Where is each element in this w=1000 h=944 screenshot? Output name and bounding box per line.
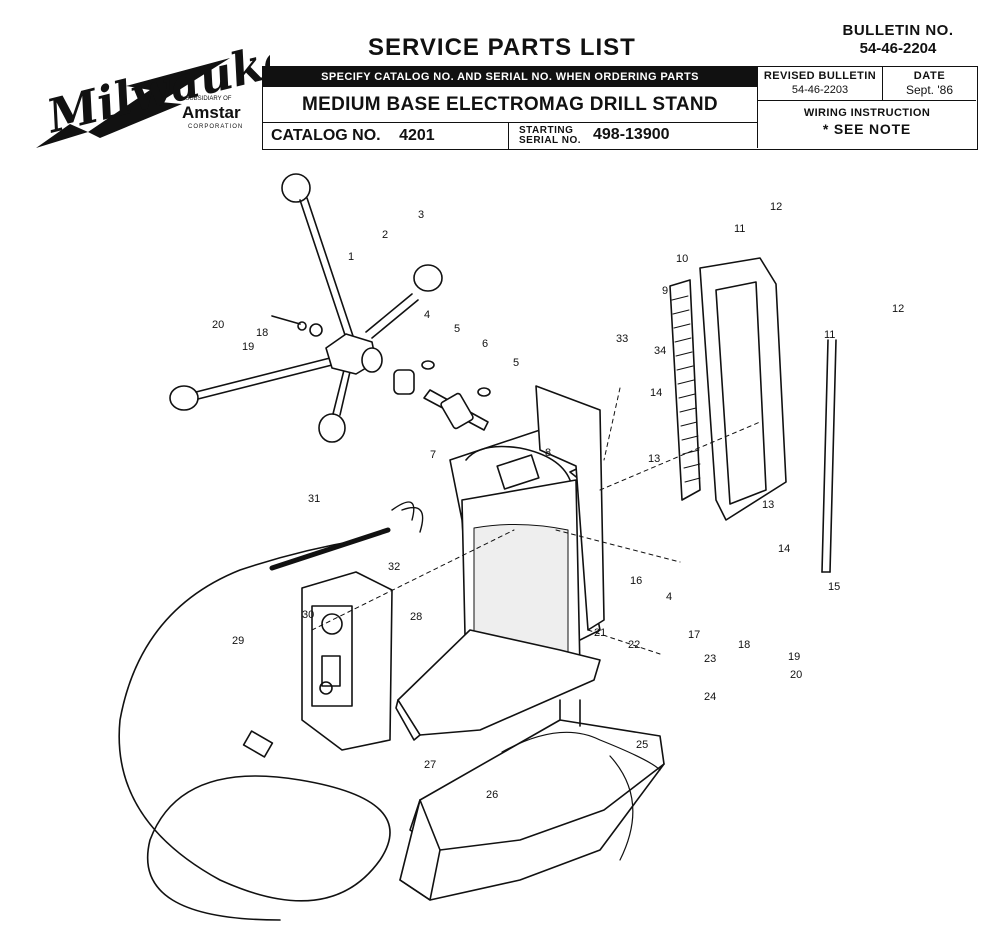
callout-number: 22: [628, 639, 640, 651]
callout-number: 26: [486, 789, 498, 801]
bulletin-label: BULLETIN NO.: [842, 22, 954, 39]
starting-serial-number: 498-13900: [593, 126, 670, 143]
page-title: SERVICE PARTS LIST: [368, 34, 636, 61]
catalog-cell: CATALOG NO. 4201: [263, 123, 509, 149]
parent-name: Amstar: [182, 103, 241, 122]
date-label: DATE: [913, 70, 946, 82]
callout-number: 12: [892, 303, 904, 315]
revised-number: 54-46-2203: [791, 84, 849, 96]
callout-number: 18: [738, 639, 750, 651]
serial-cell: STARTING SERIAL NO. 498-13900: [509, 123, 757, 149]
callout-number: 7: [430, 449, 436, 461]
callout-number: 18: [256, 327, 268, 339]
callout-number: 27: [424, 759, 436, 771]
callout-number: 5: [454, 323, 460, 335]
callout-number: 34: [654, 345, 666, 357]
callout-number: 25: [636, 739, 648, 751]
callout-number: 16: [630, 575, 642, 587]
magnetic-base: [395, 629, 665, 901]
callout-number: 11: [734, 223, 745, 235]
callout-number: 23: [704, 653, 716, 665]
date-cell: DATE Sept. '86: [883, 67, 976, 101]
callout-number: 12: [770, 201, 782, 213]
callout-number: 13: [648, 453, 660, 465]
rack-and-slide: [669, 257, 837, 573]
callout-number: 15: [828, 581, 840, 593]
callout-number: 10: [676, 253, 688, 265]
specify-note: SPECIFY CATALOG NO. AND SERIAL NO. WHEN …: [263, 67, 757, 87]
callout-number: 13: [762, 499, 774, 511]
callout-number: 9: [662, 285, 668, 297]
switch-box: [301, 571, 393, 751]
catalog-number: 4201: [399, 127, 435, 144]
callout-number: 8: [545, 447, 551, 459]
wiring-label: WIRING INSTRUCTION: [803, 107, 931, 119]
parent-line: CORPORATION: [188, 124, 243, 130]
callout-number: 30: [302, 609, 314, 621]
callout-number: 14: [650, 387, 662, 399]
callout-number: 1: [348, 251, 354, 263]
callout-number: 29: [232, 635, 244, 647]
bulletin-number: 54-46-2204: [859, 40, 937, 57]
wiring-value: * SEE NOTE: [822, 121, 912, 137]
date-value: Sept. '86: [906, 83, 953, 97]
starting-label-line2: SERIAL NO.: [519, 135, 582, 146]
callout-number: 17: [688, 629, 700, 641]
starting-label-line1: STARTING: [519, 125, 574, 136]
bulletin-block: BULLETIN NO. 54-46-2204: [818, 22, 978, 58]
callout-number: 21: [594, 627, 606, 639]
revised-bulletin-cell: REVISED BULLETIN 54-46-2203: [757, 67, 883, 101]
callout-number: 32: [388, 561, 400, 573]
power-cord: [118, 501, 424, 921]
callout-number: 11: [824, 329, 835, 341]
pinion-shaft: [393, 360, 491, 431]
callout-number: 20: [790, 669, 802, 681]
milwaukee-logo: Milwaukee A SUBSIDIARY OF Amstar CORPORA…: [30, 28, 270, 158]
starting-serial-label: STARTING SERIAL NO.: [519, 126, 581, 146]
callout-number: 28: [410, 611, 422, 623]
header-table: SPECIFY CATALOG NO. AND SERIAL NO. WHEN …: [262, 66, 978, 150]
callout-number: 4: [666, 591, 672, 603]
callout-number: 33: [616, 333, 628, 345]
callout-number: 5: [513, 357, 519, 369]
hub-fasteners: [271, 315, 323, 337]
callout-number: 24: [704, 691, 716, 703]
wiring-cell: WIRING INSTRUCTION * SEE NOTE: [757, 101, 976, 148]
callout-number: 19: [242, 341, 254, 353]
subsidiary-line: A SUBSIDIARY OF: [180, 96, 232, 102]
callout-number: 31: [308, 493, 320, 505]
feed-handle-assembly: [169, 173, 443, 443]
callout-number: 3: [418, 209, 424, 221]
product-description: MEDIUM BASE ELECTROMAG DRILL STAND: [263, 87, 757, 123]
callout-number: 20: [212, 319, 224, 331]
catalog-label: CATALOG NO.: [271, 127, 381, 144]
callout-number: 19: [788, 651, 800, 663]
revised-label: REVISED BULLETIN: [763, 70, 877, 82]
callout-number: 2: [382, 229, 388, 241]
lightning-bolt-icon: [36, 58, 230, 148]
callout-number: 6: [482, 338, 488, 350]
callout-number: 4: [424, 309, 430, 321]
callout-number: 14: [778, 543, 790, 555]
